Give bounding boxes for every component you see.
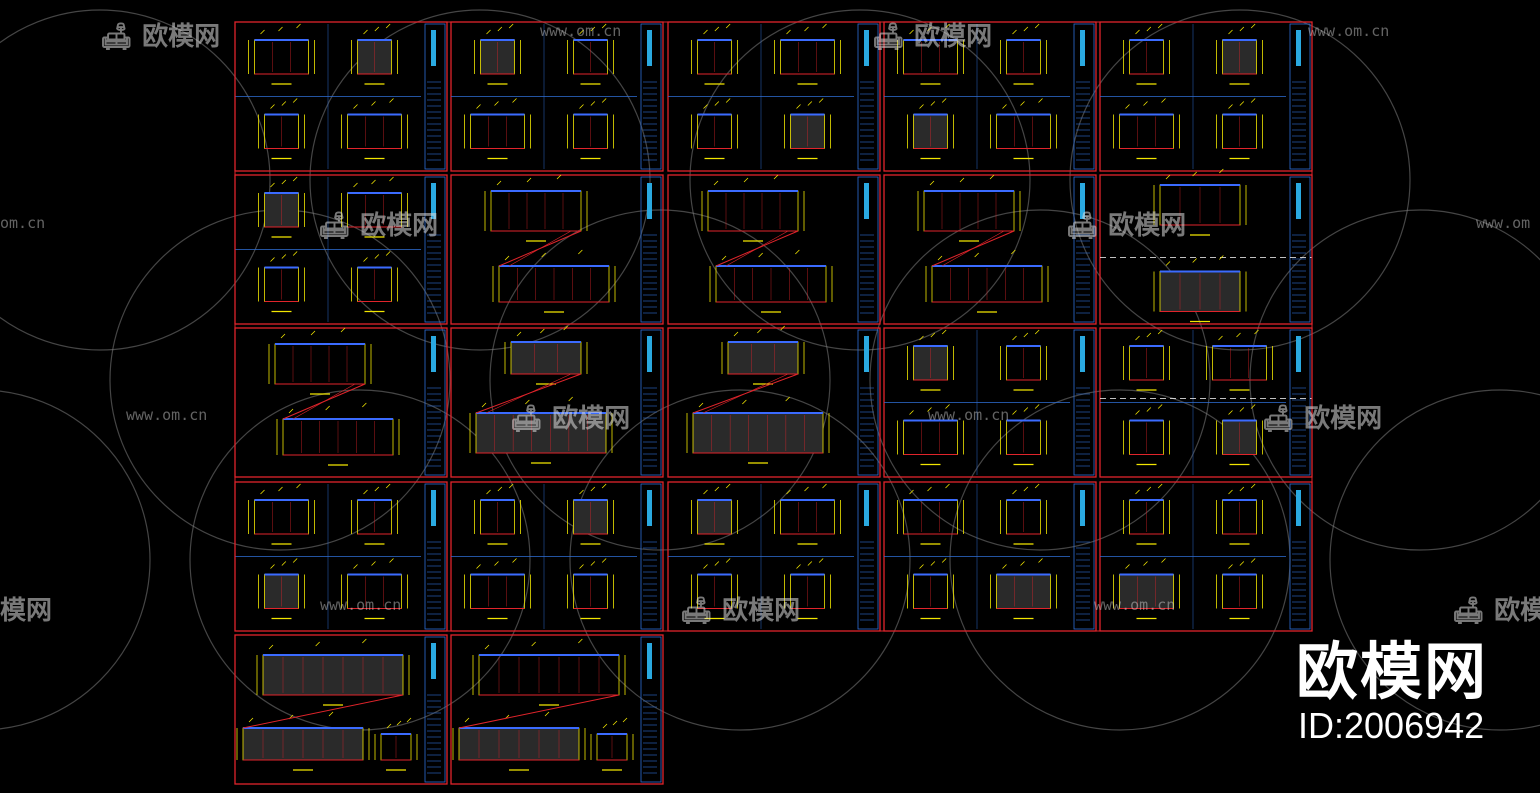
watermark-url-top-right: www.om.cn: [1308, 22, 1390, 40]
drawing-sheet: [667, 481, 881, 632]
watermark-brand-mid-2: 🛋 欧模网: [1066, 211, 1187, 241]
drawing-sheet: [234, 21, 448, 172]
drawing-sheet: [883, 327, 1097, 478]
drawing-sheet: [450, 325, 664, 478]
drawing-sheet: [883, 21, 1097, 172]
drawing-sheet: [883, 174, 1097, 325]
drawing-sheet: [450, 21, 664, 172]
drawing-sheet: [1099, 21, 1313, 172]
sofa-icon: 🛋: [872, 22, 906, 52]
sofa-icon: 🛋: [1262, 404, 1296, 434]
watermark-brand-mid-1: 🛋 欧模网: [318, 211, 439, 241]
drawing-sheets: [234, 21, 1313, 785]
drawing-sheet: [450, 634, 664, 785]
drawing-sheet: [667, 174, 881, 325]
watermark-brand-right-3: 🛋 欧模网: [1262, 404, 1383, 434]
watermark-brand-mid-3: 🛋 欧模网: [510, 404, 631, 434]
drawing-sheet: [1099, 168, 1313, 325]
drawing-sheet: [450, 481, 664, 632]
watermark-brand-top-left: 🛋 欧模网: [100, 22, 221, 52]
model-id-label: ID:2006942: [1298, 705, 1485, 746]
drawing-sheet: [234, 174, 448, 325]
watermark-url-right-1: www.om: [1476, 214, 1531, 232]
sofa-icon: 🛋: [318, 211, 352, 241]
drawing-sheet: [234, 634, 448, 785]
drawing-sheet: [450, 174, 664, 325]
sofa-icon: 🛋: [100, 22, 134, 52]
watermark-url-mid-2: www.om.cn: [928, 406, 1010, 424]
sofa-icon: 🛋: [510, 404, 544, 434]
drawing-sheet: [667, 325, 881, 478]
drawing-sheet: [667, 21, 881, 172]
watermark-url-mid-5: www.om.cn: [1094, 596, 1176, 614]
watermark-brand-left-4: 模网: [0, 596, 53, 626]
watermark-url-left-2: www.om.cn: [126, 406, 208, 424]
drawing-sheet: [1099, 327, 1313, 478]
brand-watermark: 欧模网: [1296, 635, 1489, 708]
sofa-icon: 🛋: [1452, 596, 1486, 626]
watermark-url-mid-4: www.om.cn: [320, 596, 402, 614]
watermark-brand-right-4: 🛋 欧模: [1452, 596, 1540, 626]
drawing-sheet: [883, 481, 1097, 632]
watermark-brand-top-center: 🛋 欧模网: [872, 22, 993, 52]
sofa-icon: 🛋: [680, 596, 714, 626]
watermark-brand-mid-4: 🛋 欧模网: [680, 596, 801, 626]
drawing-sheet: [1099, 481, 1313, 632]
watermark-url-left-1: om.cn: [0, 214, 46, 232]
drawing-sheet: [234, 327, 448, 478]
sofa-icon: 🛋: [1066, 211, 1100, 241]
watermark-url-top-center: www.om.cn: [540, 22, 622, 40]
